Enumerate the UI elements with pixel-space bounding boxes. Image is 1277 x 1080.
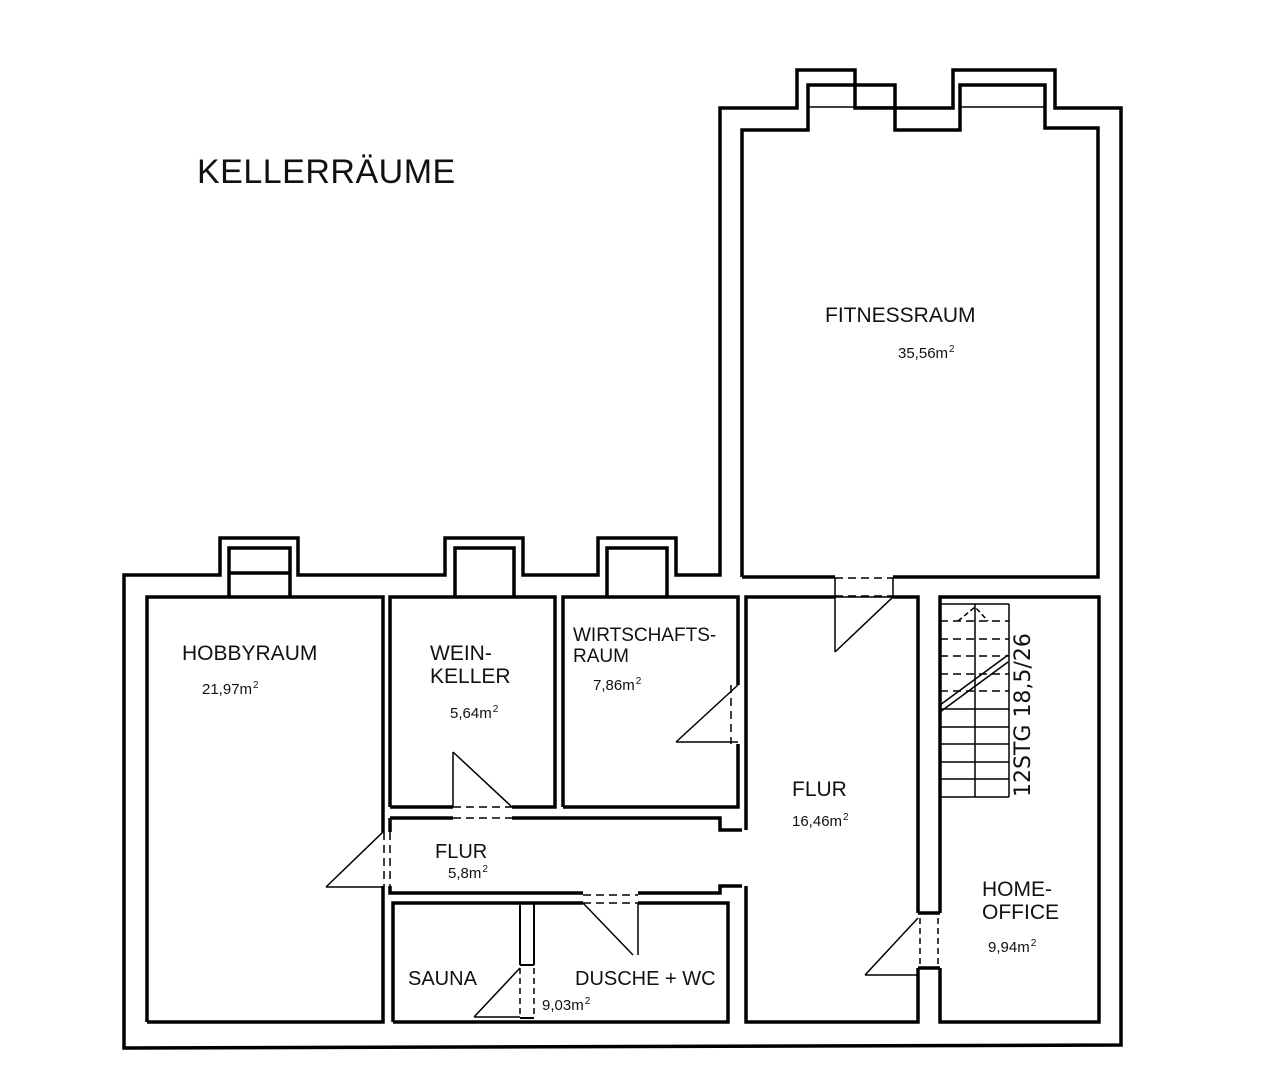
- fitness-room-wall: [740, 83, 1100, 579]
- door-weinkeller: [452, 751, 513, 808]
- big-flur-wall: [744, 595, 920, 1024]
- staircase: [939, 603, 1010, 798]
- weinkeller-wall: [388, 595, 557, 809]
- room-area-dusche-wc: 9,03m2: [542, 996, 591, 1014]
- wirtschaftsraum-wall: [561, 595, 740, 809]
- room-area-flur-large: 16,46m2: [792, 812, 849, 830]
- plan-title: KELLERRÄUME: [197, 153, 456, 191]
- room-label-flur-small: FLUR: [435, 841, 488, 863]
- door-dusche: [582, 902, 639, 956]
- room-label-weinkeller: WEIN-KELLER: [430, 642, 511, 689]
- hobbyraum-wall: [145, 595, 385, 1022]
- small-flur-wall: [388, 816, 742, 895]
- room-label-dusche-wc: DUSCHE + WC: [575, 968, 716, 990]
- door-sauna: [473, 967, 521, 1018]
- room-area-hobbyraum: 21,97m2: [202, 680, 259, 698]
- door-fitness: [834, 577, 895, 653]
- door-hobby: [325, 831, 384, 888]
- room-label-home-office: HOME-OFFICE: [982, 878, 1059, 925]
- room-area-fitnessraum: 35,56m2: [898, 344, 955, 362]
- room-label-sauna: SAUNA: [408, 968, 477, 990]
- room-label-fitnessraum: FITNESSRAUM: [825, 304, 976, 327]
- room-label-flur-large: FLUR: [792, 778, 847, 801]
- room-area-home-office: 9,94m2: [988, 938, 1037, 956]
- stair-annotation: 12STG 18,5/26: [1011, 633, 1036, 797]
- room-area-weinkeller: 5,64m2: [450, 704, 499, 722]
- home-office-wall: [938, 595, 1101, 1024]
- room-area-flur-small: 5,8m2: [448, 864, 488, 882]
- room-label-hobbyraum: HOBBYRAUM: [182, 642, 318, 665]
- room-area-wirtschaftsraum: 7,86m2: [593, 676, 642, 694]
- door-wirtschaft: [675, 684, 739, 743]
- room-label-wirtschaftsraum: WIRTSCHAFTS-RAUM: [573, 625, 717, 667]
- outer-wall: [122, 68, 1123, 1050]
- door-home-office: [864, 917, 919, 976]
